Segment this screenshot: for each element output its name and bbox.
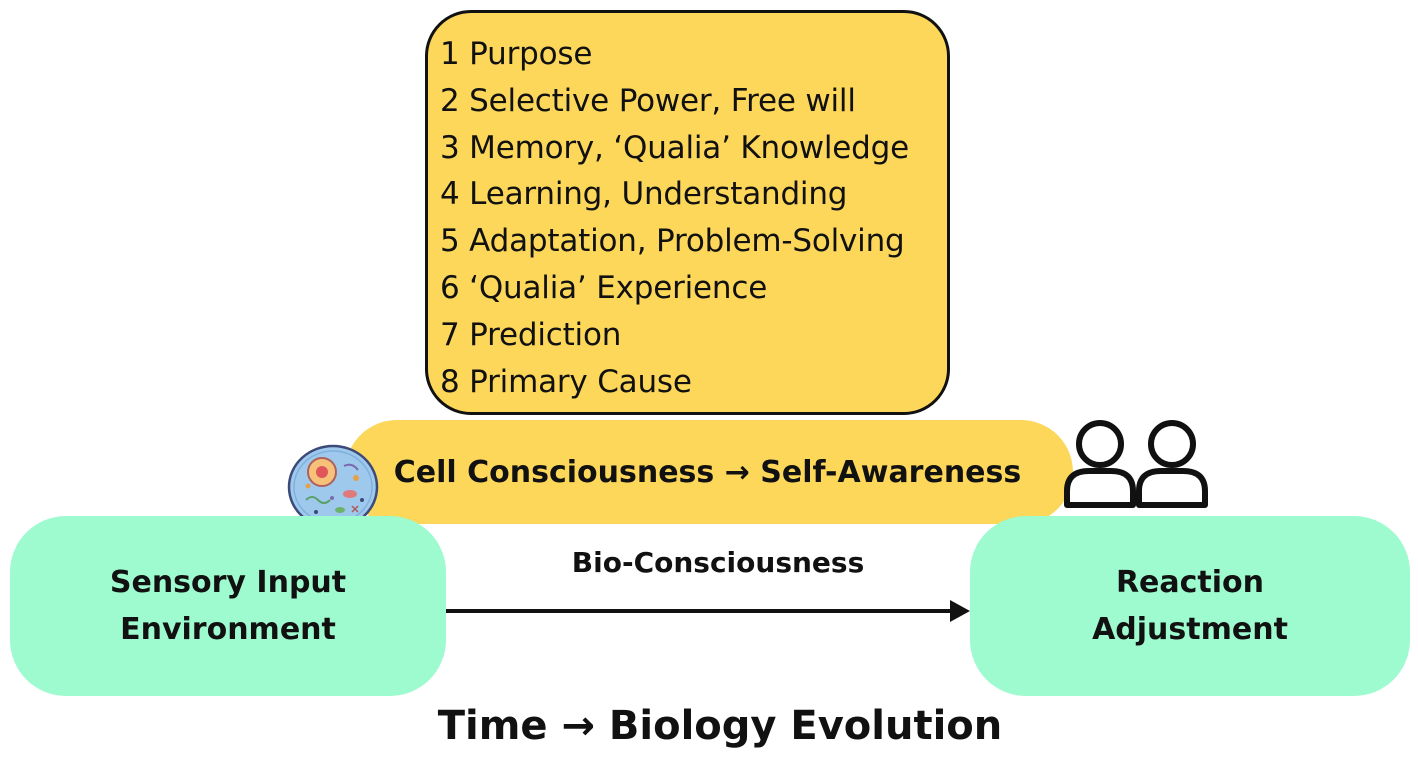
sensory-input-box: Sensory Input Environment	[10, 516, 446, 696]
list-item: 6 ‘Qualia’ Experience	[440, 269, 768, 306]
list-item: 7 Prediction	[440, 316, 622, 353]
environment-label: Environment	[120, 612, 336, 647]
bio-consciousness-label: Bio-Consciousness	[571, 546, 865, 579]
sensory-input-label: Sensory Input	[109, 565, 347, 600]
attributes-list-box: 1 Purpose 2 Selective Power, Free will 3…	[425, 10, 950, 415]
list-item: 5 Adaptation, Problem-Solving	[440, 223, 905, 260]
bio-consciousness-arrow	[446, 600, 970, 622]
time-evolution-label: Time → Biology Evolution	[437, 703, 1003, 749]
reaction-label: Reaction	[1115, 565, 1265, 600]
cell-consciousness-band	[345, 420, 1073, 524]
list-item: 1 Purpose	[440, 36, 593, 72]
cell-icon	[287, 444, 379, 530]
reaction-box: Reaction Adjustment	[970, 516, 1410, 696]
cell-consciousness-label: Cell Consciousness → Self-Awareness	[393, 455, 1022, 490]
list-item: 2 Selective Power, Free will	[440, 82, 856, 119]
list-item: 8 Primary Cause	[440, 363, 692, 400]
list-item: 4 Learning, Understanding	[440, 176, 848, 213]
people-icon	[1064, 420, 1208, 508]
adjustment-label: Adjustment	[1092, 612, 1288, 647]
list-item: 3 Memory, ‘Qualia’ Knowledge	[440, 129, 909, 166]
